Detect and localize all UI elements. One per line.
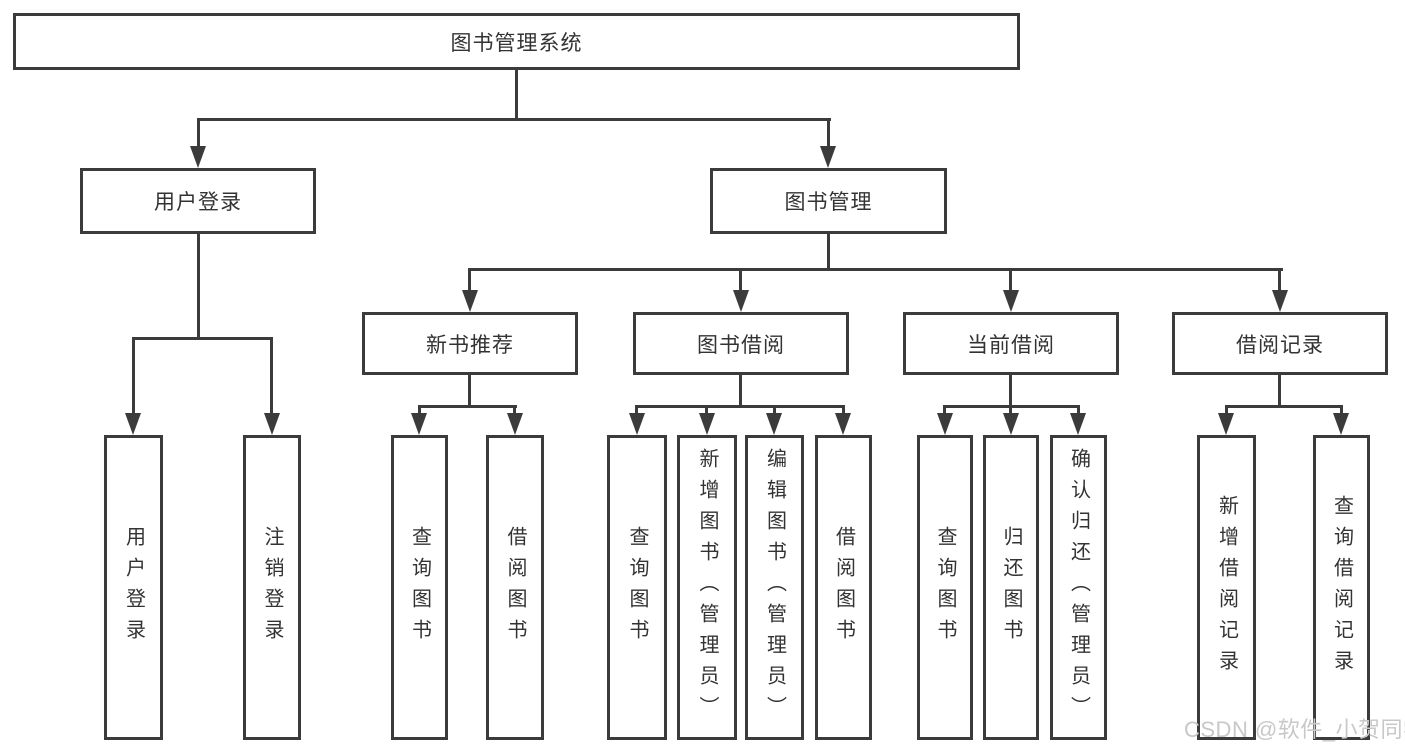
connector-segment [1278, 268, 1281, 294]
node-book-borrowing: 图书借阅 [633, 312, 849, 375]
node-user-login-leaf: 用户登录 [104, 435, 163, 740]
node-query-books-current: 查询图书 [917, 435, 973, 740]
arrow-down-icon [1333, 413, 1349, 435]
connector-segment [270, 337, 273, 415]
watermark: CSDN @软件_小贺同学 [1184, 717, 1405, 742]
connector-segment [739, 268, 742, 294]
arrow-down-icon [190, 146, 206, 168]
connector-segment [705, 405, 708, 415]
node-current-borrowing: 当前借阅 [903, 312, 1119, 375]
arrow-down-icon [1003, 413, 1019, 435]
connector-segment [1340, 405, 1343, 415]
connector-segment [515, 70, 518, 120]
node-book-management: 图书管理 [710, 168, 947, 234]
arrow-down-icon [125, 413, 141, 435]
arrow-down-icon [1272, 290, 1288, 312]
connector-segment [827, 118, 830, 150]
arrow-down-icon [699, 413, 715, 435]
connector-segment [468, 268, 1283, 271]
node-add-book-admin: 新增图书（管理员） [677, 435, 737, 740]
connector-segment [197, 234, 200, 339]
connector-segment [418, 405, 517, 408]
connector-segment [842, 405, 845, 415]
node-borrow-books-recommend: 借阅图书 [486, 435, 544, 740]
node-borrow-books-borrowing: 借阅图书 [815, 435, 872, 740]
node-new-book-recommend: 新书推荐 [362, 312, 578, 375]
node-user-login: 用户登录 [80, 168, 316, 234]
node-query-books-borrowing: 查询图书 [607, 435, 667, 740]
connector-segment [1009, 268, 1012, 294]
arrow-down-icon [1218, 413, 1234, 435]
connector-segment [827, 234, 830, 271]
arrow-down-icon [835, 413, 851, 435]
connector-segment [1077, 405, 1080, 415]
connector-segment [1009, 375, 1012, 407]
arrow-down-icon [507, 413, 523, 435]
node-logout-leaf: 注销登录 [243, 435, 301, 740]
connector-segment [1009, 405, 1012, 415]
arrow-down-icon [629, 413, 645, 435]
connector-segment [197, 118, 831, 121]
connector-segment [773, 405, 776, 415]
node-borrowing-records: 借阅记录 [1172, 312, 1388, 375]
node-edit-book-admin: 编辑图书（管理员） [745, 435, 804, 740]
node-confirm-return-admin: 确认归还（管理员） [1050, 435, 1107, 740]
node-query-borrow-record: 查询借阅记录 [1313, 435, 1370, 740]
connector-segment [513, 405, 516, 415]
connector-segment [1225, 405, 1343, 408]
node-add-borrow-record: 新增借阅记录 [1197, 435, 1256, 740]
arrow-down-icon [733, 290, 749, 312]
connector-segment [1278, 375, 1281, 407]
connector-segment [635, 405, 638, 415]
arrow-down-icon [1003, 290, 1019, 312]
connector-segment [468, 375, 471, 407]
connector-segment [132, 337, 273, 340]
node-library-management-system: 图书管理系统 [13, 13, 1020, 70]
arrow-down-icon [462, 290, 478, 312]
connector-segment [418, 405, 421, 415]
arrow-down-icon [411, 413, 427, 435]
connector-segment [132, 337, 135, 415]
connector-segment [1225, 405, 1228, 415]
connector-segment [739, 375, 742, 407]
connector-segment [197, 118, 200, 150]
connector-segment [943, 405, 946, 415]
connector-segment [635, 405, 845, 408]
arrow-down-icon [820, 146, 836, 168]
arrow-down-icon [937, 413, 953, 435]
arrow-down-icon [766, 413, 782, 435]
arrow-down-icon [1070, 413, 1086, 435]
node-query-books-recommend: 查询图书 [391, 435, 448, 740]
arrow-down-icon [264, 413, 280, 435]
node-return-books: 归还图书 [983, 435, 1039, 740]
connector-segment [468, 268, 471, 294]
